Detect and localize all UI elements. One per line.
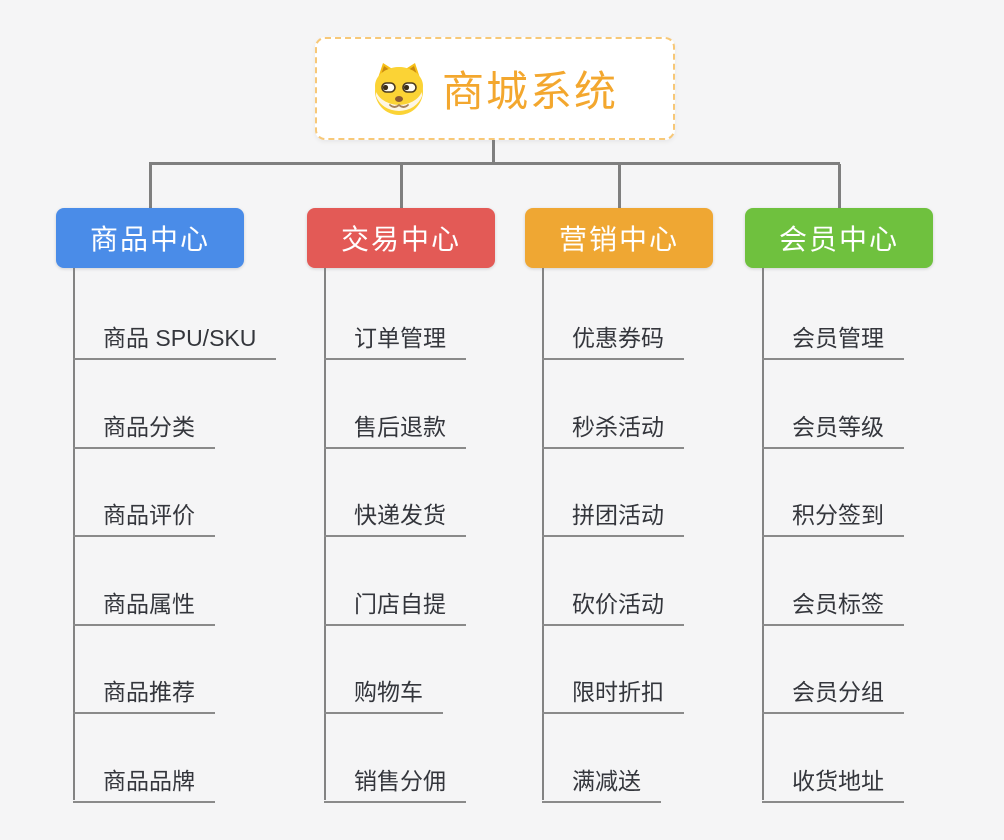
branch-node-member-center[interactable]: 会员中心: [745, 208, 933, 268]
leaf-node[interactable]: 会员标签: [762, 575, 904, 626]
branch-node-product-center[interactable]: 商品中心: [56, 208, 244, 268]
connector-trunk: [149, 162, 840, 165]
leaf-node[interactable]: 砍价活动: [542, 575, 684, 626]
branch-vline: [542, 268, 544, 800]
leaf-node[interactable]: 优惠券码: [542, 309, 684, 360]
connector-drop-3: [618, 164, 621, 209]
leaf-node[interactable]: 门店自提: [324, 575, 466, 626]
leaf-node[interactable]: 会员分组: [762, 663, 904, 714]
leaf-node[interactable]: 秒杀活动: [542, 398, 684, 449]
leaf-node[interactable]: 商品 SPU/SKU: [73, 309, 277, 360]
leaf-node[interactable]: 商品品牌: [73, 752, 215, 803]
branch-marketing-center: 营销中心 优惠券码 秒杀活动 拼团活动 砍价活动 限时折扣 满减送: [525, 208, 713, 803]
leaf-node[interactable]: 限时折扣: [542, 663, 684, 714]
leaf-node[interactable]: 满减送: [542, 752, 661, 803]
connector-drop-1: [149, 164, 152, 209]
leaf-node[interactable]: 会员管理: [762, 309, 904, 360]
leaf-node[interactable]: 拼团活动: [542, 486, 684, 537]
connector-drop-2: [400, 164, 403, 209]
leaf-node[interactable]: 购物车: [324, 663, 443, 714]
leaf-node[interactable]: 商品评价: [73, 486, 215, 537]
leaf-node[interactable]: 订单管理: [324, 309, 466, 360]
branch-vline: [73, 268, 75, 800]
root-topic-title: 商城系统: [441, 68, 618, 115]
doge-icon: [372, 62, 426, 116]
leaf-node[interactable]: 售后退款: [324, 398, 466, 449]
branch-vline: [762, 268, 764, 800]
connector-root-stem: [492, 140, 495, 164]
branch-node-trade-center[interactable]: 交易中心: [307, 208, 495, 268]
leaf-node[interactable]: 销售分佣: [324, 752, 466, 803]
leaf-node[interactable]: 商品推荐: [73, 663, 215, 714]
root-topic[interactable]: 商城系统: [315, 37, 675, 140]
branch-trade-center: 交易中心 订单管理 售后退款 快递发货 门店自提 购物车 销售分佣: [307, 208, 495, 803]
leaf-node[interactable]: 商品分类: [73, 398, 215, 449]
leaf-node[interactable]: 积分签到: [762, 486, 904, 537]
leaf-node[interactable]: 商品属性: [73, 575, 215, 626]
leaf-node[interactable]: 收货地址: [762, 752, 904, 803]
branch-vline: [324, 268, 326, 800]
branch-product-center: 商品中心 商品 SPU/SKU 商品分类 商品评价 商品属性 商品推荐 商品品牌: [56, 208, 277, 803]
leaf-node[interactable]: 会员等级: [762, 398, 904, 449]
branch-node-marketing-center[interactable]: 营销中心: [525, 208, 713, 268]
branch-member-center: 会员中心 会员管理 会员等级 积分签到 会员标签 会员分组 收货地址: [745, 208, 933, 803]
leaf-node[interactable]: 快递发货: [324, 486, 466, 537]
connector-drop-4: [838, 164, 841, 209]
